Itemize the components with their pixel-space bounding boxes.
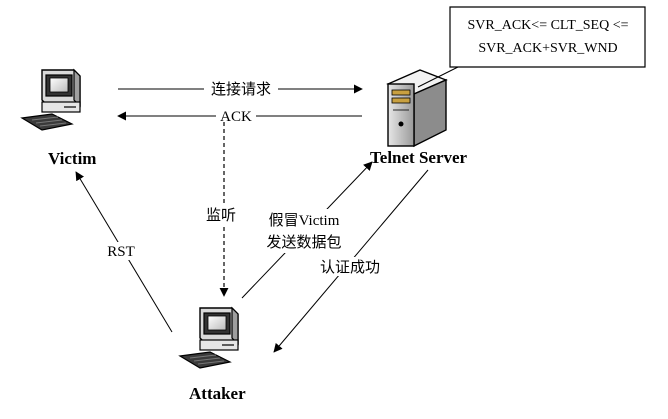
server-label: Telnet Server: [370, 148, 468, 167]
connect-request-label: 连接请求: [211, 81, 271, 98]
victim-label: Victim: [48, 149, 96, 168]
spoof-label-line-1: 假冒Victim: [269, 212, 340, 229]
note-line-2: SVR_ACK+SVR_WND: [478, 41, 617, 56]
rst-label-bg: [104, 242, 138, 260]
connect-request-label-bg: [204, 80, 278, 98]
spoof-label-bg: [265, 209, 343, 253]
ack-label-bg: [216, 108, 256, 125]
monitor-label: 监听: [206, 207, 236, 224]
rst-label: RST: [107, 244, 135, 260]
auth-success-label: 认证成功: [320, 259, 380, 276]
attacker-computer-icon: [179, 307, 239, 369]
note-line-1: SVR_ACK<= CLT_SEQ <=: [468, 18, 629, 33]
server-tower-icon: [386, 69, 448, 148]
condition-note: SVR_ACK<= CLT_SEQ <= SVR_ACK+SVR_WND: [417, 6, 646, 88]
ack-label: ACK: [220, 109, 252, 125]
auth-success-label-bg: [315, 257, 385, 276]
spoof-label-line-2: 发送数据包: [266, 234, 341, 251]
monitor-label-bg: [202, 206, 240, 224]
attacker-label: Attaker: [189, 384, 246, 403]
victim-computer-icon: [21, 69, 81, 131]
